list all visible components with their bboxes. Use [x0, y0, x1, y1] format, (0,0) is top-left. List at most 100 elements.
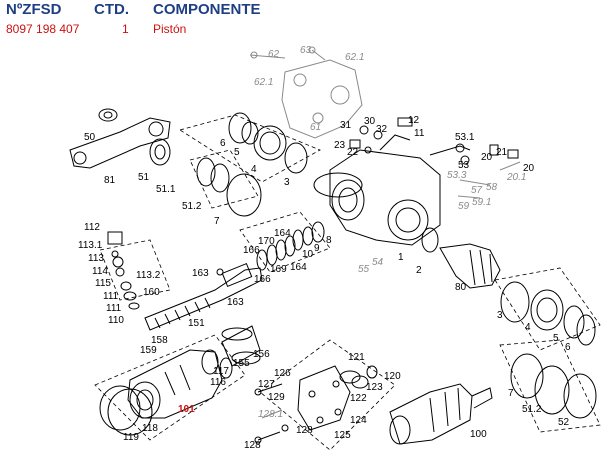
label-121[interactable]: 121	[348, 352, 365, 363]
column-header-quantity: CTD.	[94, 1, 129, 18]
label-20[interactable]: 20	[481, 152, 493, 163]
label-156[interactable]: 156	[253, 349, 270, 360]
label-62-1-b[interactable]: 62.1	[254, 77, 273, 88]
label-163[interactable]: 163	[192, 268, 209, 279]
label-22[interactable]: 22	[347, 147, 359, 158]
label-32[interactable]: 32	[376, 124, 388, 135]
label-53-3[interactable]: 53.3	[447, 170, 467, 181]
label-6-b[interactable]: 6	[565, 342, 571, 353]
seal-rings-8-170	[239, 211, 331, 273]
label-110[interactable]: 110	[108, 315, 124, 326]
label-61[interactable]: 61	[310, 122, 321, 133]
label-111[interactable]: 111	[103, 291, 119, 302]
label-6[interactable]: 6	[220, 138, 226, 149]
label-63[interactable]: 63	[300, 45, 312, 56]
label-4[interactable]: 4	[251, 164, 257, 175]
label-112[interactable]: 112	[84, 222, 100, 233]
label-118[interactable]: 118	[142, 423, 158, 434]
label-53-1[interactable]: 53.1	[455, 132, 475, 143]
part-number-value[interactable]: 8097 198 407	[6, 22, 80, 36]
label-51-2-b[interactable]: 51.2	[522, 404, 542, 415]
label-128[interactable]: 128	[244, 440, 261, 451]
label-113[interactable]: 113	[88, 253, 104, 264]
label-1[interactable]: 1	[398, 252, 404, 263]
label-120[interactable]: 120	[384, 371, 401, 382]
bracket-61	[249, 46, 363, 139]
label-170[interactable]: 170	[258, 236, 275, 247]
label-166-b[interactable]: 166	[254, 274, 271, 285]
label-124[interactable]: 124	[350, 415, 367, 426]
label-163-b[interactable]: 163	[227, 297, 244, 308]
label-31[interactable]: 31	[340, 120, 352, 131]
label-164[interactable]: 164	[274, 228, 291, 239]
label-57[interactable]: 57	[471, 185, 483, 196]
label-62-1[interactable]: 62.1	[345, 52, 364, 63]
label-53[interactable]: 53	[458, 160, 470, 171]
label-20-b[interactable]: 20	[523, 163, 535, 174]
label-51-1[interactable]: 51.1	[156, 184, 176, 195]
valve-fittings	[349, 117, 471, 165]
label-160[interactable]: 160	[143, 287, 160, 298]
label-2[interactable]: 2	[416, 265, 422, 276]
label-10[interactable]: 10	[302, 249, 314, 260]
exploded-parts-diagram: 62 63 62.1 62.1 61 50 81 51 51.1 51.2 6 …	[69, 45, 601, 451]
label-81[interactable]: 81	[104, 175, 116, 186]
label-101[interactable]: 101	[178, 404, 195, 415]
label-21[interactable]: 21	[496, 147, 508, 158]
label-123[interactable]: 123	[366, 382, 383, 393]
label-128-c[interactable]: 128	[296, 425, 313, 436]
label-4-b[interactable]: 4	[525, 322, 531, 333]
label-169[interactable]: 169	[270, 264, 287, 275]
label-115[interactable]: 115	[95, 278, 111, 289]
label-125[interactable]: 125	[334, 430, 351, 441]
label-23[interactable]: 23	[334, 140, 346, 151]
label-62[interactable]: 62	[268, 49, 280, 60]
label-127[interactable]: 127	[258, 379, 275, 390]
label-59-1[interactable]: 59.1	[472, 197, 491, 208]
label-8[interactable]: 8	[326, 235, 332, 246]
label-51-2[interactable]: 51.2	[182, 201, 202, 212]
cover-plate-124	[259, 339, 396, 451]
valve-body-100	[389, 383, 493, 445]
label-113-1[interactable]: 113.1	[78, 240, 103, 251]
label-55[interactable]: 55	[358, 264, 370, 275]
label-54[interactable]: 54	[372, 257, 384, 268]
label-9[interactable]: 9	[314, 243, 320, 254]
valve-cover-group	[99, 231, 171, 310]
label-12[interactable]: 12	[408, 115, 420, 126]
label-5[interactable]: 5	[234, 147, 240, 158]
label-20-1[interactable]: 20.1	[506, 172, 526, 183]
label-122[interactable]: 122	[350, 393, 367, 404]
label-158[interactable]: 158	[151, 335, 168, 346]
label-151[interactable]: 151	[188, 318, 205, 329]
label-116[interactable]: 116	[210, 377, 226, 388]
label-51[interactable]: 51	[138, 172, 150, 183]
label-113-2[interactable]: 113.2	[136, 270, 161, 281]
label-58[interactable]: 58	[486, 182, 498, 193]
label-155[interactable]: 155	[233, 358, 250, 369]
column-header-part-number: NºZFSD	[6, 1, 62, 18]
label-7[interactable]: 7	[214, 216, 220, 227]
label-52[interactable]: 52	[558, 417, 570, 428]
label-159[interactable]: 159	[140, 345, 157, 356]
label-111-b[interactable]: 111	[106, 303, 122, 314]
label-3[interactable]: 3	[284, 177, 290, 188]
label-114[interactable]: 114	[92, 266, 108, 277]
label-11[interactable]: 11	[414, 128, 425, 139]
label-7-b[interactable]: 7	[508, 388, 514, 399]
label-126[interactable]: 126	[274, 368, 291, 379]
label-119[interactable]: 119	[123, 432, 139, 443]
hose-fittings-20-21	[457, 144, 521, 199]
label-80[interactable]: 80	[455, 282, 467, 293]
label-129[interactable]: 129	[268, 392, 285, 403]
label-59[interactable]: 59	[458, 201, 470, 212]
label-100[interactable]: 100	[470, 429, 487, 440]
label-3-b[interactable]: 3	[497, 310, 503, 321]
label-128-1[interactable]: 128.1	[258, 409, 283, 420]
label-50[interactable]: 50	[84, 132, 96, 143]
label-166[interactable]: 166	[243, 245, 260, 256]
label-164-b[interactable]: 164	[290, 262, 307, 273]
label-117[interactable]: 117	[213, 366, 229, 377]
label-30[interactable]: 30	[364, 116, 376, 127]
label-5-b[interactable]: 5	[553, 333, 559, 344]
